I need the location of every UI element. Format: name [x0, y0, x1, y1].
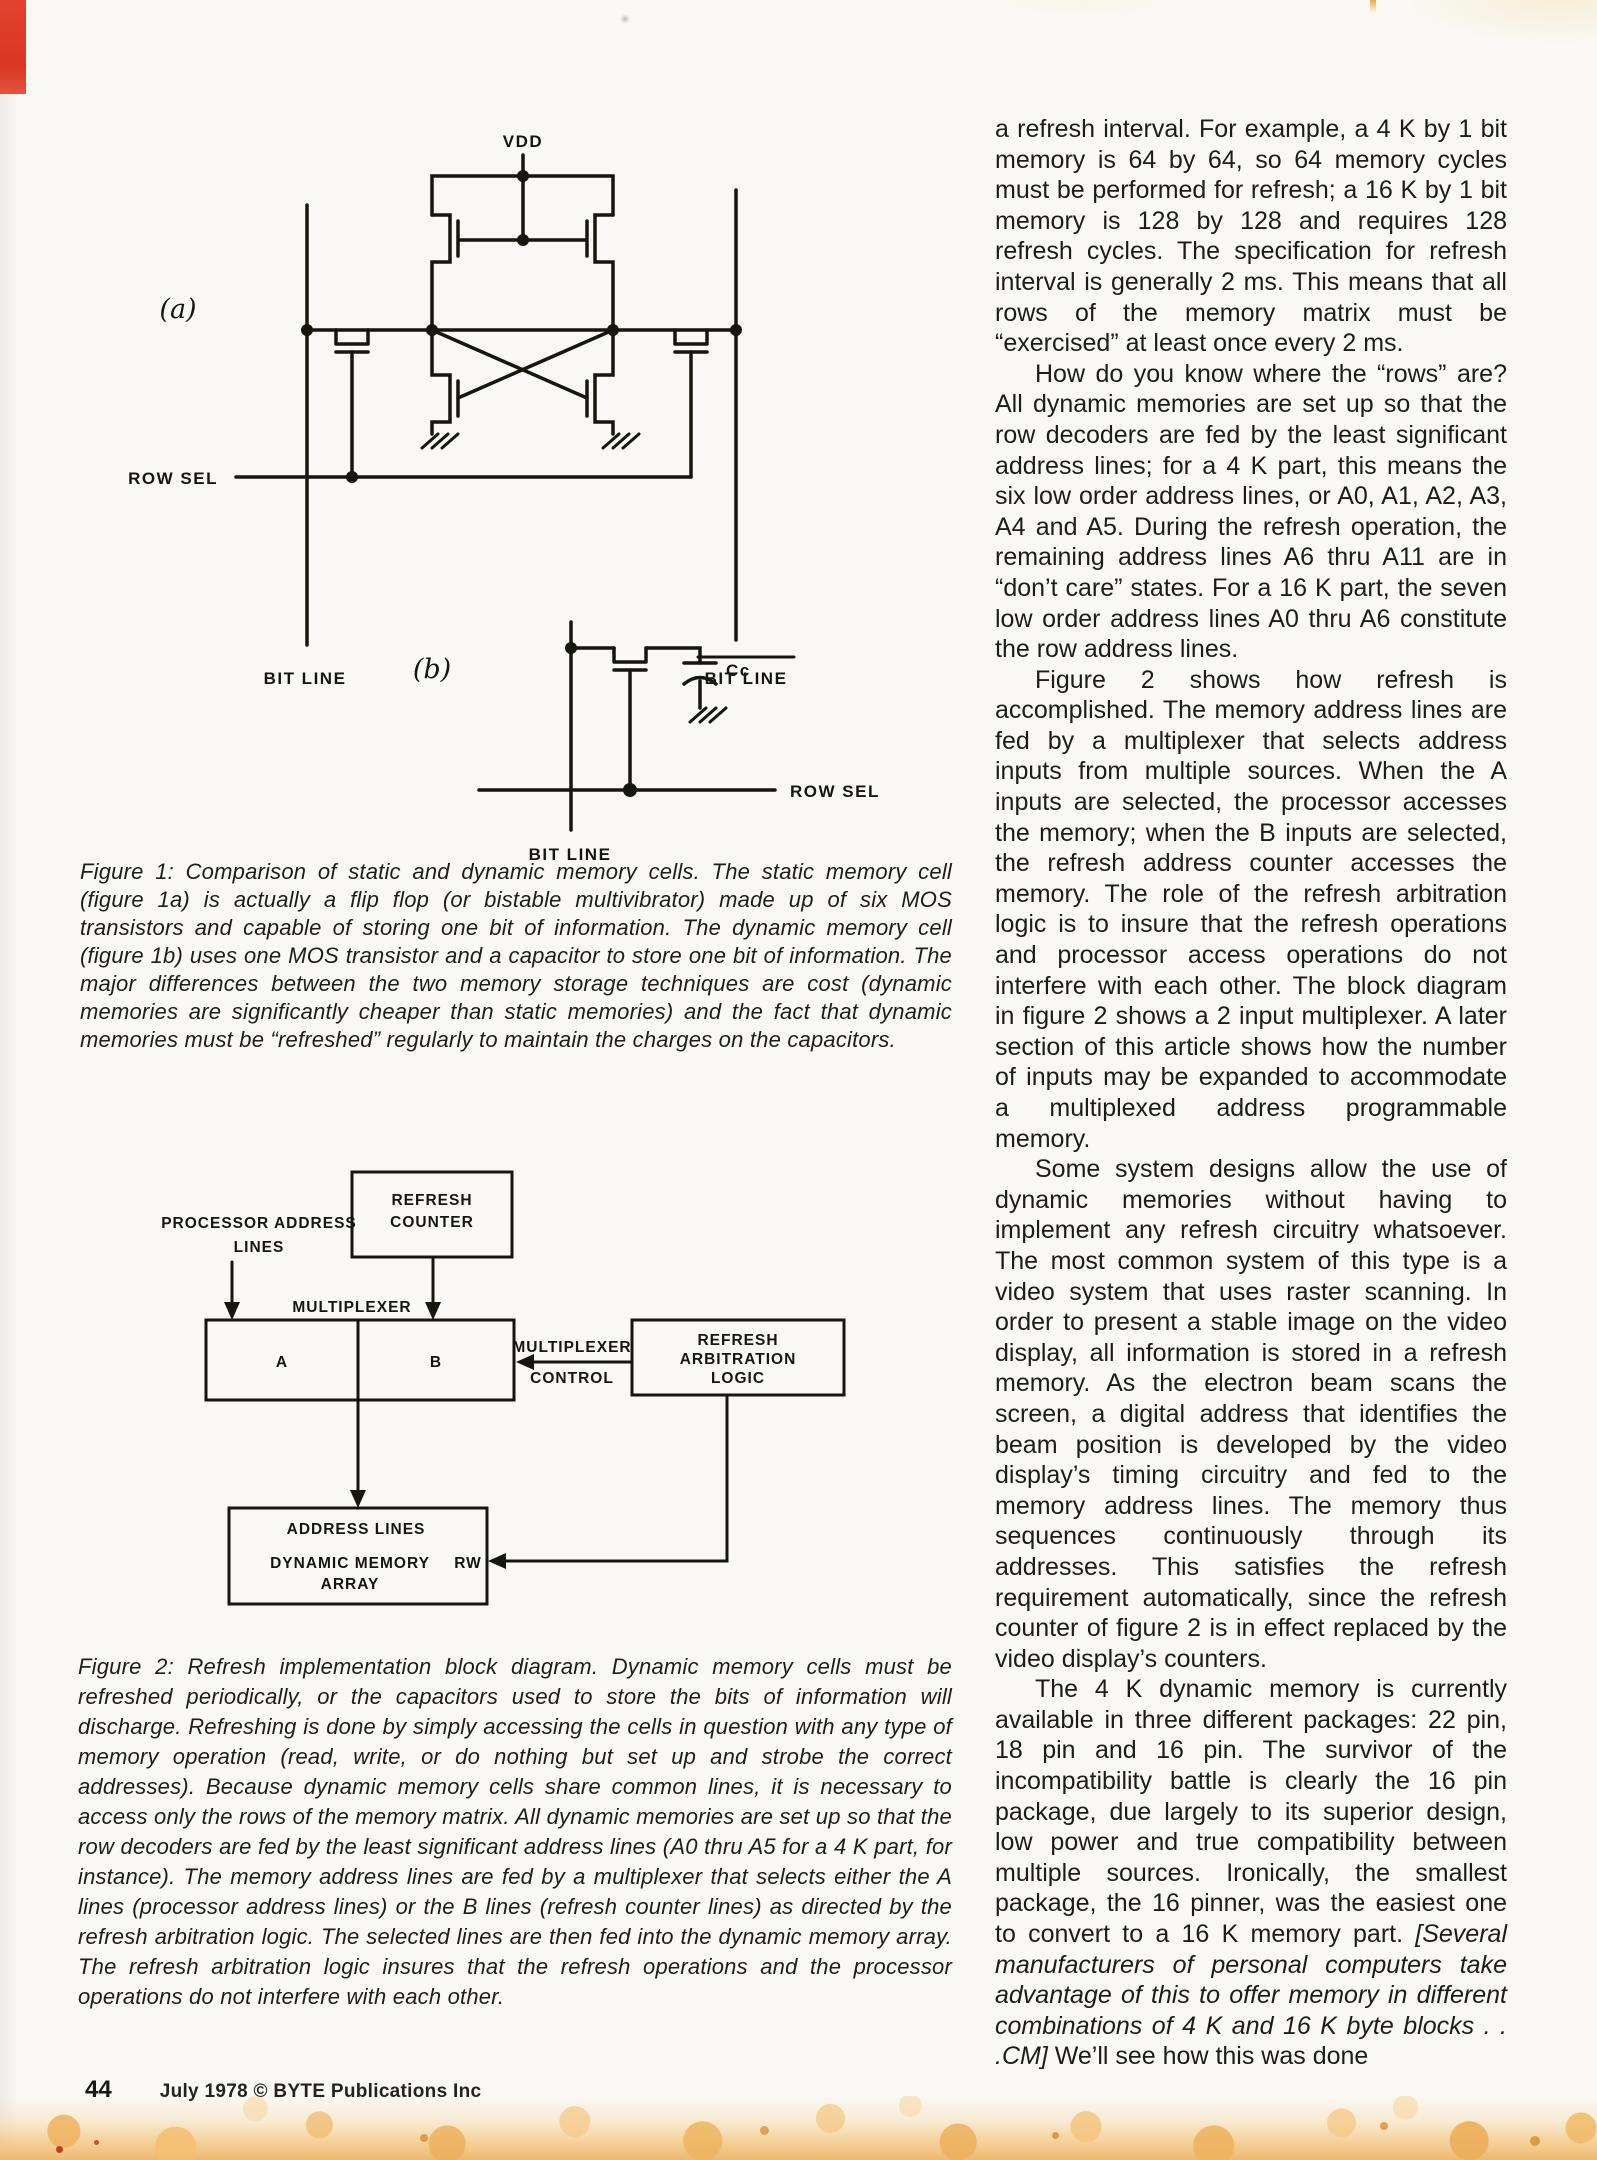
orange-speck [1052, 2132, 1059, 2139]
arrow-head-down [350, 1490, 366, 1508]
refresh-counter-label: COUNTER [390, 1214, 474, 1231]
article-paragraph: The 4 K dynamic memory is currently avai… [995, 1674, 1507, 2072]
junction-dot [730, 324, 742, 336]
rw-label: RW [454, 1555, 482, 1572]
transistor-channel [593, 328, 615, 436]
junction-dot [301, 324, 313, 336]
paragraph-text: We’ll see how this was done [1047, 2042, 1369, 2071]
mux-input-a-label: A [276, 1354, 288, 1371]
cross-couple-wire [456, 328, 615, 400]
multiplexer-label: MULTIPLEXER [292, 1299, 411, 1316]
dynamic-memory-label: DYNAMIC MEMORY [270, 1555, 430, 1572]
scan-edge-shadow [0, 0, 18, 2160]
vdd-label: VDD [503, 132, 543, 151]
ground-symbol [688, 706, 728, 724]
orange-speck [420, 2134, 428, 2142]
arrow-head-left [516, 1354, 534, 1370]
article-text-column: a refresh interval. For example, a 4 K b… [995, 114, 1507, 2072]
paragraph-text: The 4 K dynamic memory is currently avai… [995, 1675, 1507, 1949]
dynamic-memory-label: ARRAY [321, 1576, 380, 1593]
red-speck [56, 2146, 63, 2153]
mux-control-label: MULTIPLEXER [512, 1339, 631, 1356]
figure1-caption: Figure 1: Comparison of static and dynam… [80, 859, 952, 1052]
ground-symbol [601, 432, 641, 450]
figure-1a-static-cell-schematic: VDD [128, 132, 796, 688]
orange-speck [1530, 2136, 1540, 2146]
row-sel-label: ROW SEL [790, 782, 880, 801]
figure-2-refresh-block-diagram: REFRESH COUNTER PROCESSOR ADDRESS LINES … [161, 1170, 846, 1606]
mux-input-b-label: B [430, 1354, 442, 1371]
article-paragraph: Figure 2 shows how refresh is accomplish… [995, 665, 1507, 1153]
orange-speck [760, 2126, 769, 2135]
arrow-head-left [488, 1553, 506, 1569]
arbitration-label: REFRESH [697, 1332, 778, 1349]
junction-dot [517, 234, 529, 246]
junction-dot [623, 783, 637, 797]
arrow-line [500, 1393, 729, 1563]
orange-speck [1380, 2122, 1388, 2130]
transistor-channel [430, 213, 452, 332]
subfigure-b-label: (b) [413, 654, 451, 685]
figure2-caption: Figure 2: Refresh implementation block d… [78, 1654, 952, 2009]
transistor-channel [593, 213, 615, 332]
refresh-counter-label: REFRESH [391, 1192, 472, 1209]
red-speck [94, 2140, 99, 2145]
junction-dot [346, 471, 358, 483]
refresh-arbitration-box [630, 1318, 846, 1397]
address-lines-label: ADDRESS LINES [287, 1521, 426, 1538]
transistor-channel [612, 646, 648, 664]
bit-line-right-label: BIT LINE [705, 669, 788, 688]
junction-dot [426, 324, 438, 336]
source-wire [644, 646, 702, 665]
ground-symbol [420, 432, 460, 450]
junction-dot [607, 324, 619, 336]
multiplexer-box [204, 1318, 516, 1402]
capacitor-curved-plate [682, 675, 718, 686]
article-paragraph: a refresh interval. For example, a 4 K b… [995, 115, 1507, 358]
processor-address-label: PROCESSOR ADDRESS [161, 1215, 357, 1232]
bottom-decorative-band [0, 2096, 1597, 2160]
figure-1b-dynamic-cell-schematic: (b) Cc ROW SEL BIT LINE [413, 620, 880, 864]
bit-line-label: BIT LINE [529, 845, 612, 864]
processor-address-label: LINES [234, 1239, 285, 1256]
arrow-head-down [425, 1302, 441, 1320]
row-sel-label: ROW SEL [128, 469, 218, 488]
transistor-channel [334, 328, 370, 346]
band-texture [0, 2096, 1597, 2160]
arbitration-label: LOGIC [711, 1370, 765, 1387]
subfigure-a-label: (a) [159, 294, 196, 325]
junction-dot [565, 642, 577, 654]
arbitration-label: ARBITRATION [680, 1351, 797, 1368]
article-paragraph: How do you know where the “rows” are? Al… [995, 359, 1507, 664]
capacitor-cc-label: Cc [726, 661, 751, 680]
page-edge-red-mark [0, 0, 26, 94]
editor-note-italic: [Several manufacturers of personal compu… [995, 1920, 1507, 2071]
article-paragraph: Some system designs allow the use of dyn… [995, 1155, 1507, 1673]
dynamic-memory-array-box [227, 1506, 489, 1606]
transistor-channel [673, 328, 709, 346]
junction-dot [517, 170, 529, 182]
mux-control-label: CONTROL [530, 1370, 614, 1387]
bit-line-left-label: BIT LINE [264, 669, 347, 688]
arrow-head-down [224, 1302, 240, 1320]
transistor-channel [430, 328, 452, 436]
cross-couple-wire [430, 328, 589, 400]
